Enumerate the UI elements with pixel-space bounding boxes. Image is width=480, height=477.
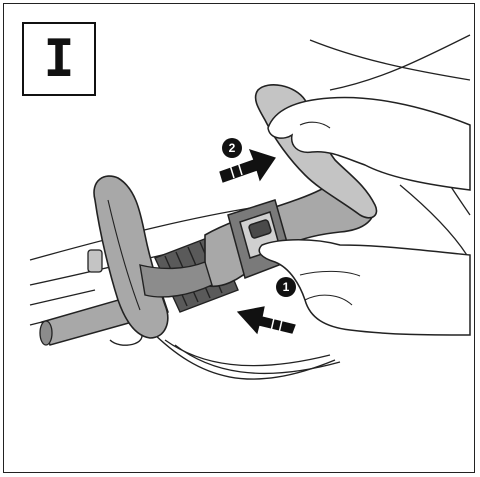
marker-2-label: 2 (229, 141, 236, 155)
marker-1: 1 (276, 277, 296, 297)
lever-stub (88, 250, 102, 272)
marker-1-label: 1 (283, 280, 290, 294)
right-hand (268, 97, 470, 190)
arrow-1 (238, 307, 295, 333)
brake-cable (110, 330, 335, 379)
marker-2: 2 (222, 138, 242, 158)
